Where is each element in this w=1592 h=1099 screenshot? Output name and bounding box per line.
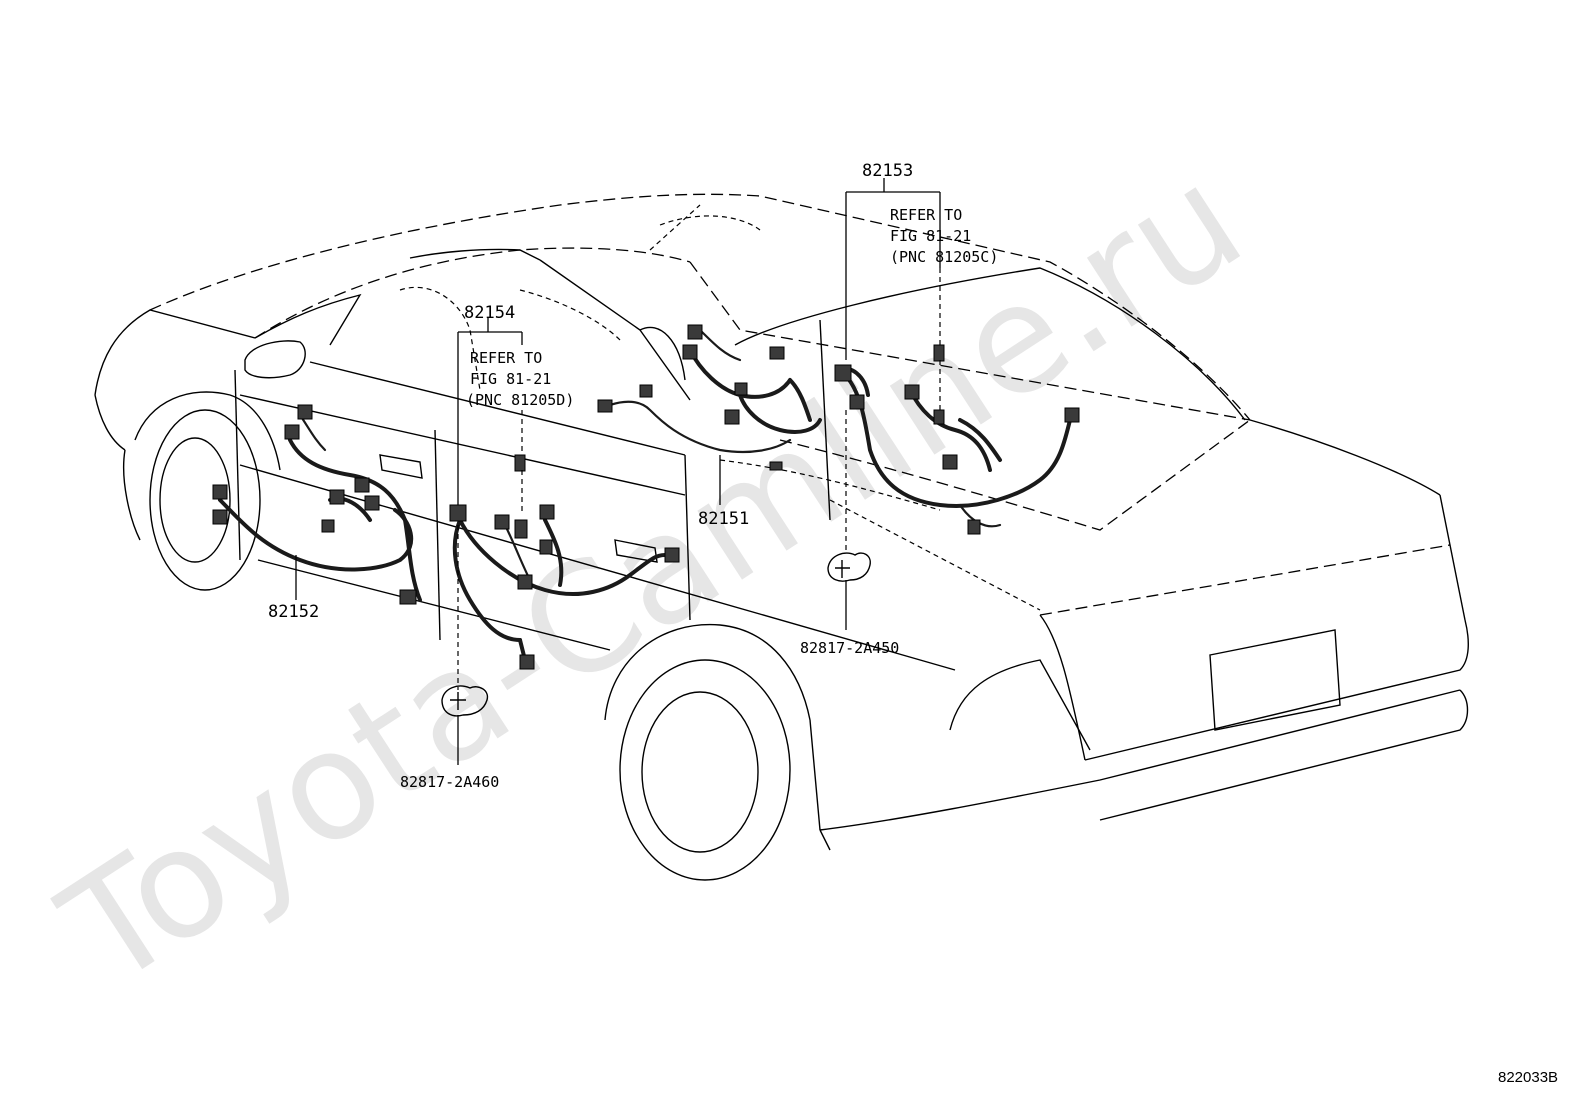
watermark: Toyota-Camline.ru <box>34 133 1271 1021</box>
harness-82152 <box>212 404 422 605</box>
part-label-82151: 82151 <box>698 509 749 529</box>
refer-right-line3: (PNC 81205C) <box>890 248 998 266</box>
part-label-clip-left: 82817-2A460 <box>400 773 499 791</box>
clip-82817-2A450 <box>827 552 871 582</box>
refer-right-line2: FIG 81-21 <box>890 227 971 245</box>
part-label-clip-right: 82817-2A450 <box>800 639 899 657</box>
harness-82154 <box>449 454 680 670</box>
figure-code: 822033B <box>1498 1069 1558 1086</box>
leader-lines <box>295 178 941 765</box>
refer-left-line1: REFER TO <box>470 349 542 367</box>
refer-left-line2: FIG 81-21 <box>470 370 551 388</box>
harness-82153 <box>834 344 1080 535</box>
part-label-82152: 82152 <box>268 602 319 622</box>
refer-right-line1: REFER TO <box>890 206 962 224</box>
harness-82151 <box>597 324 822 471</box>
part-label-82154: 82154 <box>464 303 515 323</box>
refer-left-line3: (PNC 81205D) <box>466 391 574 409</box>
clip-82817-2A460 <box>441 685 489 717</box>
car-body <box>94 193 1469 881</box>
part-label-82153: 82153 <box>862 161 913 181</box>
